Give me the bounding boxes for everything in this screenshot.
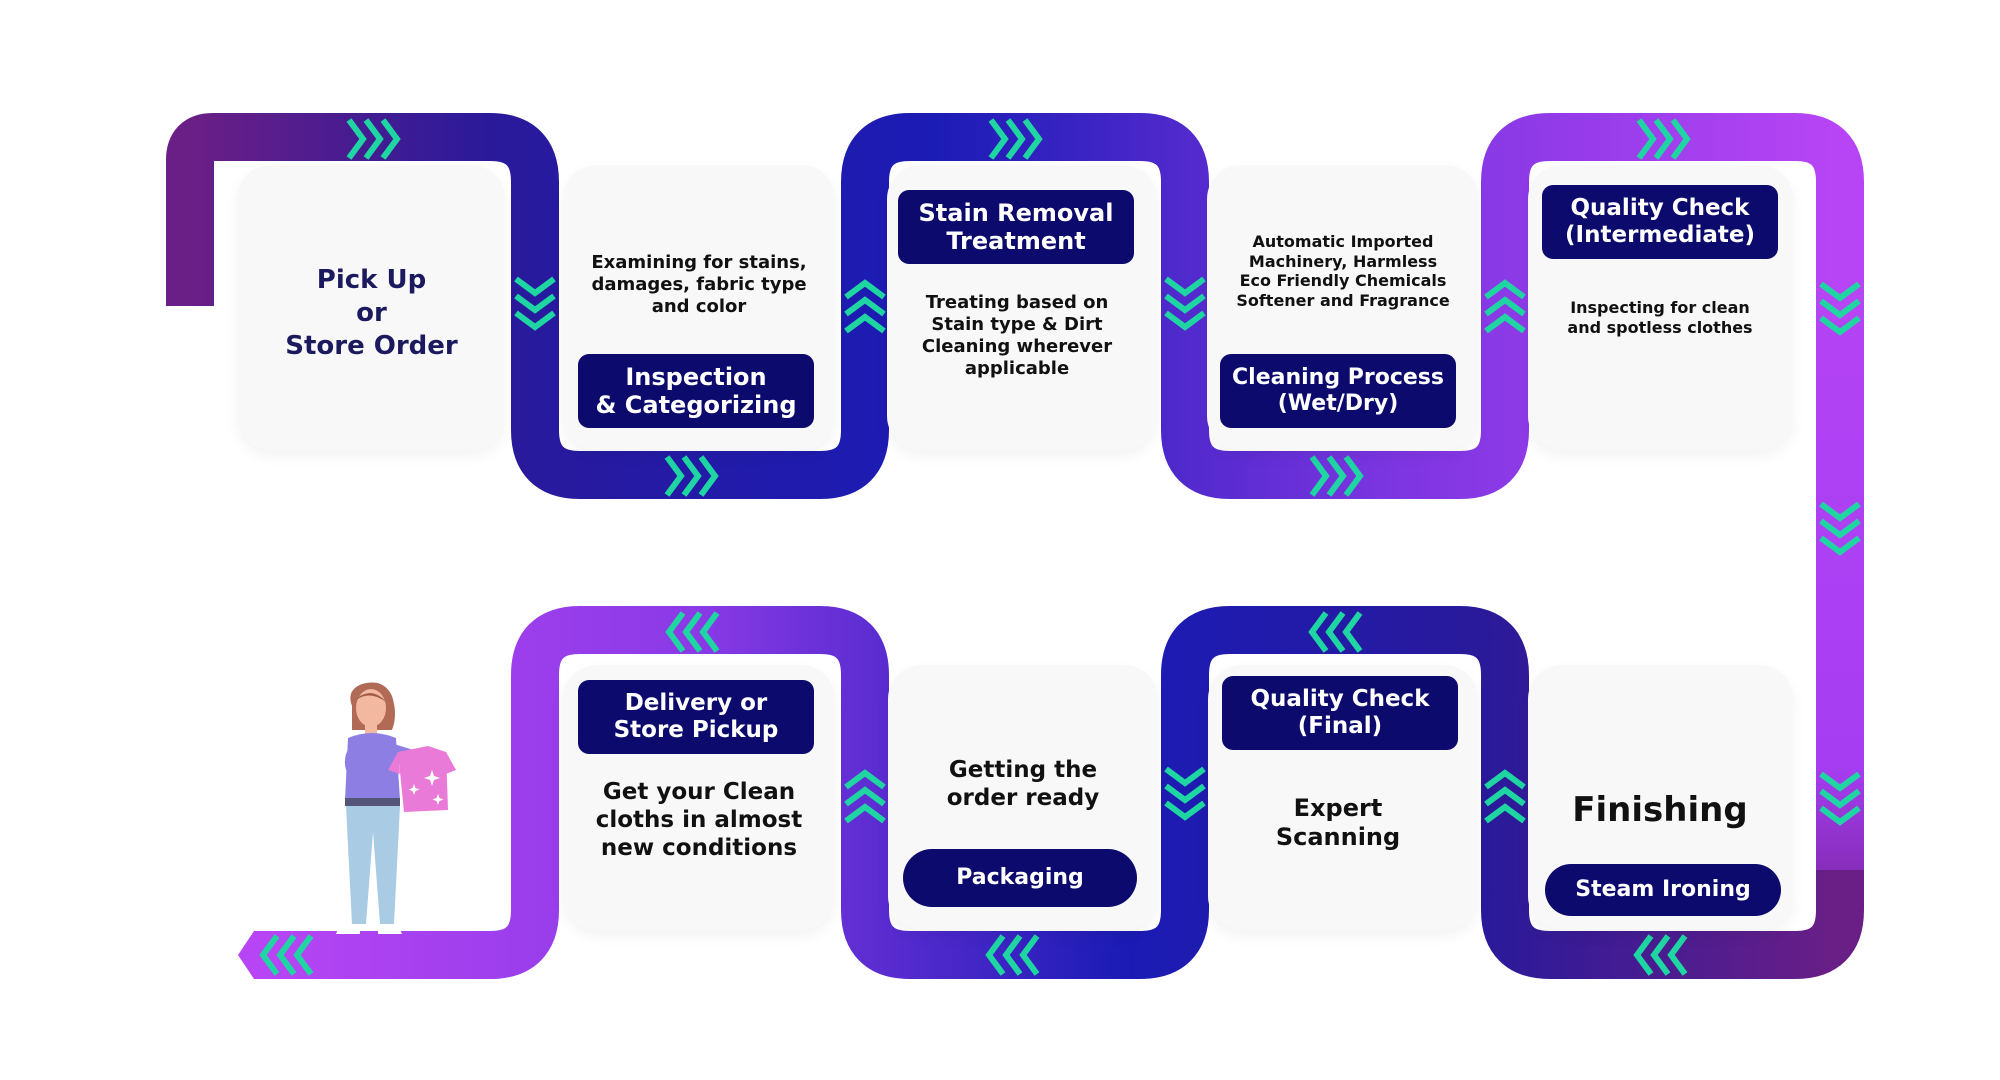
stain-removal-description: Treating based on Stain type & Dirt Clea… xyxy=(921,292,1113,379)
steam-ironing-label: Steam Ironing xyxy=(1545,864,1781,916)
quality-check-intermediate-label: Quality Check (Intermediate) xyxy=(1542,185,1778,259)
track-top xyxy=(166,113,1864,499)
inspection-label: Inspection & Categorizing xyxy=(578,354,814,428)
quality-check-final-description: Expert Scanning xyxy=(1275,794,1401,852)
woman-holding-shirt-icon xyxy=(336,682,456,934)
track-end-arrow xyxy=(238,931,278,979)
packaging-description: Getting the order ready xyxy=(946,757,1100,812)
track-bottom xyxy=(255,606,1864,979)
quality-check-final-label: Quality Check (Final) xyxy=(1222,676,1458,750)
packaging-label: Packaging xyxy=(903,849,1137,907)
stain-removal-label: Stain Removal Treatment xyxy=(898,190,1134,264)
step-card-pickup xyxy=(237,165,505,450)
quality-check-intermediate-description: Inspecting for clean and spotless clothe… xyxy=(1567,298,1753,337)
cleaning-description: Automatic Imported Machinery, Harmless E… xyxy=(1236,232,1450,310)
delivery-description: Get your Clean cloths in almost new cond… xyxy=(595,779,803,862)
pickup-title: Pick Up or Store Order xyxy=(285,265,458,361)
delivery-label: Delivery or Store Pickup xyxy=(578,680,814,754)
cleaning-process-label: Cleaning Process (Wet/Dry) xyxy=(1220,354,1456,428)
finishing-title: Finishing xyxy=(1572,790,1748,830)
inspection-description: Examining for stains, damages, fabric ty… xyxy=(591,252,807,317)
